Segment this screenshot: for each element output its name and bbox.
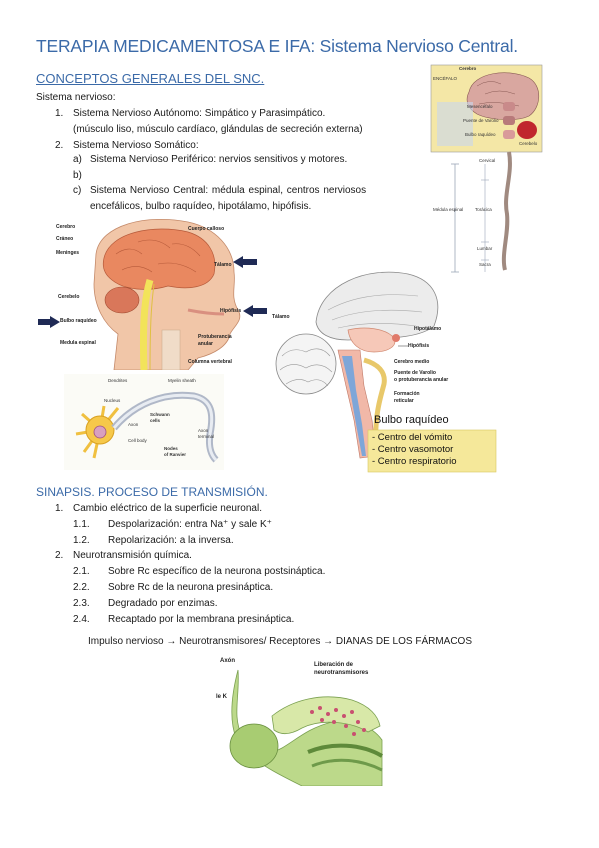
label-axon-synapse: Axón <box>220 658 235 664</box>
section-heading-snc: CONCEPTOS GENERALES DEL SNC. <box>36 71 265 86</box>
s2-item-2-3-number: 2.3. <box>73 598 90 609</box>
intro-text: Sistema nervioso: <box>36 92 116 103</box>
s2-item-1-1-text: Despolarización: entra Na⁺ y sale K⁺ <box>108 519 272 530</box>
label-nodes: Nodes <box>164 446 178 451</box>
s2-item-2-3-text: Degradado por enzimas. <box>108 598 218 609</box>
label-schwann: Schwann <box>150 412 170 417</box>
label-reticular: reticular <box>394 398 414 404</box>
center-vomito: - Centro del vómito <box>372 432 453 443</box>
page-title: TERAPIA MEDICAMENTOSA E IFA: Sistema Ner… <box>36 36 518 56</box>
label-liberacion: Liberación de <box>314 662 354 668</box>
s2-item-2-1-text: Sobre Rc específico de la neurona postsi… <box>108 566 326 577</box>
label-medula: Médula espinal <box>433 207 464 212</box>
label-myelin: Myelin sheath <box>168 378 196 383</box>
center-vasomotor: - Centro vasomotor <box>372 444 454 455</box>
label-sacra: Sacra <box>479 262 491 267</box>
sub-c-letter: c) <box>73 185 82 196</box>
item-1-number: 1. <box>55 108 64 119</box>
transmission-flow: Impulso nervioso → Neurotransmisores/ Re… <box>88 636 473 647</box>
section-heading-sinapsis: SINAPSIS. PROCESO DE TRANSMISIÓN. <box>36 485 268 499</box>
label-dendrites: Dendrites <box>108 378 128 383</box>
label-protuberancia: Protuberancia <box>198 334 232 340</box>
s2-item-2-text: Neurotransmisión química. <box>73 550 192 561</box>
label-cerebro: Cerebro <box>459 66 477 71</box>
label-puente-varolio: Puente de Varolio <box>394 370 436 376</box>
s2-item-2-number: 2. <box>55 550 64 561</box>
s2-item-1-2-number: 1.2. <box>73 535 90 546</box>
item-2-number: 2. <box>55 140 64 151</box>
neuron-figure: Dendrites Myelin sheath Nucleus Schwann … <box>64 374 224 470</box>
label-cerebelo: Cerebelo <box>519 141 538 146</box>
label-bulbo: Bulbo raquídeo <box>465 132 496 137</box>
label-cell-body: Cell body <box>128 438 147 443</box>
label-talamo: Tálamo <box>272 314 290 320</box>
synapse-figure: Axón le K Liberación de neurotransmisore… <box>212 656 388 787</box>
label-craneo: Cráneo <box>56 236 74 242</box>
sub-a-letter: a) <box>73 154 82 165</box>
s2-item-1-1-number: 1.1. <box>73 519 90 530</box>
s2-item-2-2-number: 2.2. <box>73 582 90 593</box>
label-axon-terminal: Axon <box>198 428 209 433</box>
label-talamo-head: Tálamo <box>214 262 232 268</box>
label-meninges: Meninges <box>56 250 80 256</box>
label-neurotransmisores: neurotransmisores <box>314 670 369 676</box>
label-bulbo-head: Bulbo raquídeo <box>60 318 97 324</box>
label-ranvier: of Ranvier <box>164 452 187 457</box>
label-nucleus: Nucleus <box>104 398 121 403</box>
label-encefalo: ENCÉFALO <box>433 76 458 81</box>
label-protuberancia-anular: o protuberancia anular <box>394 377 449 383</box>
bulbo-raquideo-title: Bulbo raquídeo <box>374 414 449 426</box>
head-section-figure: Cerebro Cráneo Meninges Cerebelo Bulbo r… <box>38 214 270 371</box>
label-hipotalamo: Hipotálamo <box>414 326 442 332</box>
s2-item-1-number: 1. <box>55 503 64 514</box>
label-ion-k: le K <box>216 694 228 700</box>
s2-item-2-2-text: Sobre Rc de la neurona presináptica. <box>108 582 274 593</box>
s2-item-2-4-number: 2.4. <box>73 614 90 625</box>
label-cerebro-medio: Cerebro medio <box>394 359 430 365</box>
label-columna: Columna vertebral <box>188 359 232 365</box>
label-anular: anular <box>198 341 214 347</box>
sub-b-letter: b) <box>73 170 82 181</box>
s2-item-1-text: Cambio eléctrico de la superficie neuron… <box>73 503 262 514</box>
arrow-talamo-icon <box>233 255 257 273</box>
sub-c-line2: encefálicos, bulbo raquídeo, hipotálamo,… <box>90 201 312 212</box>
label-cells: cells <box>150 418 161 423</box>
label-terminal: terminal <box>198 434 215 439</box>
label-lumbar: Lumbar <box>477 246 493 251</box>
label-hipofisis-head: Hipófisis <box>220 308 242 314</box>
label-hipofisis: Hipófisis <box>408 343 430 349</box>
item-1-text: Sistema Nervioso Autónomo: Simpático y P… <box>73 108 326 119</box>
label-puente: Puente de Varolio <box>463 118 499 123</box>
label-cerebro-head: Cerebro <box>56 224 76 230</box>
sub-a-text: Sistema Nervioso Periférico: nervios sen… <box>90 154 348 165</box>
label-mesencefalo: Mesencéfalo <box>467 104 493 109</box>
label-formacion: Formación <box>394 391 420 397</box>
s2-item-1-2-text: Repolarización: a la inversa. <box>108 535 234 546</box>
s2-item-2-4-text: Recaptado por la membrana presináptica. <box>108 614 295 625</box>
bulbo-centers-list: - Centro del vómito - Centro vasomotor -… <box>372 432 456 468</box>
label-cervical: Cervical <box>479 158 496 163</box>
sub-c-line1: Sistema Nervioso Central: médula espinal… <box>90 185 367 196</box>
label-cuerpo-calloso: Cuerpo calloso <box>188 226 225 232</box>
item-1-subtext: (músculo liso, músculo cardíaco, glándul… <box>73 124 363 135</box>
arrow-bulbo-icon <box>38 315 60 333</box>
arrow-hipofisis-icon <box>243 304 267 322</box>
item-2-text: Sistema Nervioso Somático: <box>73 140 199 151</box>
label-toracica: Torácica <box>475 207 492 212</box>
brain-spinal-figure: Cerebro ENCÉFALO Mesencéfalo Puente de V… <box>429 64 545 274</box>
label-axon: Axon <box>128 422 139 427</box>
label-medula-head: Medula espinal <box>60 340 96 346</box>
sagittal-brain-figure: Tálamo Hipotálamo Hipófisis Cerebro medi… <box>268 260 500 474</box>
center-respiratorio: - Centro respiratorio <box>372 456 457 467</box>
label-cerebelo-head: Cerebelo <box>58 294 80 300</box>
s2-item-2-1-number: 2.1. <box>73 566 90 577</box>
